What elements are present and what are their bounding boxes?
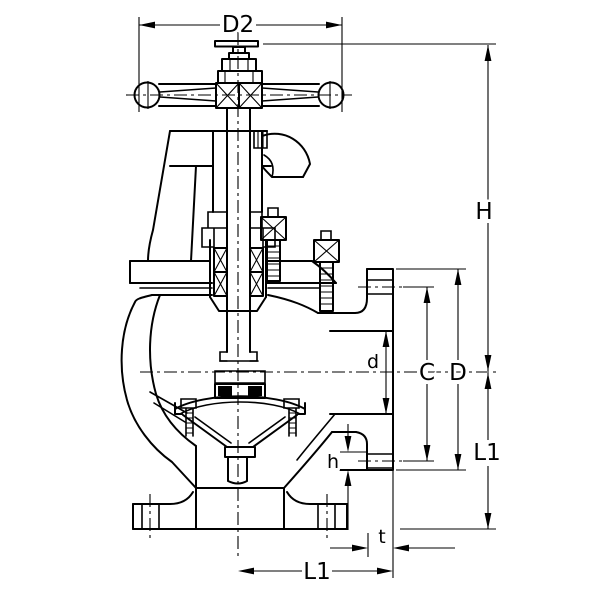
dimension-d: d bbox=[364, 331, 390, 414]
dim-label-center-to-side-face: L1 bbox=[303, 559, 330, 585]
dim-label-flange-od: D bbox=[449, 360, 467, 386]
dim-label-flange-thickness: t bbox=[378, 526, 385, 548]
dimension-t: t bbox=[330, 470, 455, 578]
gland-bolt-left bbox=[260, 207, 287, 282]
gland-bolt-right bbox=[313, 230, 340, 312]
stem-top-bar bbox=[214, 40, 259, 48]
dim-label-handwheel-diameter: D2 bbox=[222, 12, 254, 38]
dimension-D: D bbox=[396, 268, 469, 471]
dimension-L1-vertical: L1 bbox=[400, 373, 503, 530]
dim-label-center-to-bottom-face: L1 bbox=[473, 440, 500, 466]
dim-label-height: H bbox=[475, 199, 492, 225]
yoke-spout bbox=[261, 132, 311, 178]
disc-assembly bbox=[174, 351, 306, 485]
dim-label-bolt-circle: C bbox=[419, 360, 435, 386]
bottom-flange bbox=[132, 445, 348, 530]
disc-bolts bbox=[180, 398, 300, 437]
stem-nut bbox=[217, 46, 263, 84]
handwheel bbox=[133, 40, 345, 109]
dimension-H: H bbox=[263, 43, 496, 371]
yoke bbox=[147, 130, 311, 262]
side-flange bbox=[329, 268, 394, 471]
dimension-h: h bbox=[324, 424, 367, 530]
valve-body bbox=[120, 294, 357, 489]
dimension-L1-horizontal: L1 bbox=[238, 557, 393, 588]
dim-label-bolt-hole: h bbox=[327, 451, 339, 473]
dimension-C: C bbox=[403, 286, 438, 462]
bonnet-flange bbox=[129, 260, 337, 314]
dimension-D2: D2 bbox=[138, 10, 343, 112]
dim-label-port-bore: d bbox=[367, 351, 379, 373]
